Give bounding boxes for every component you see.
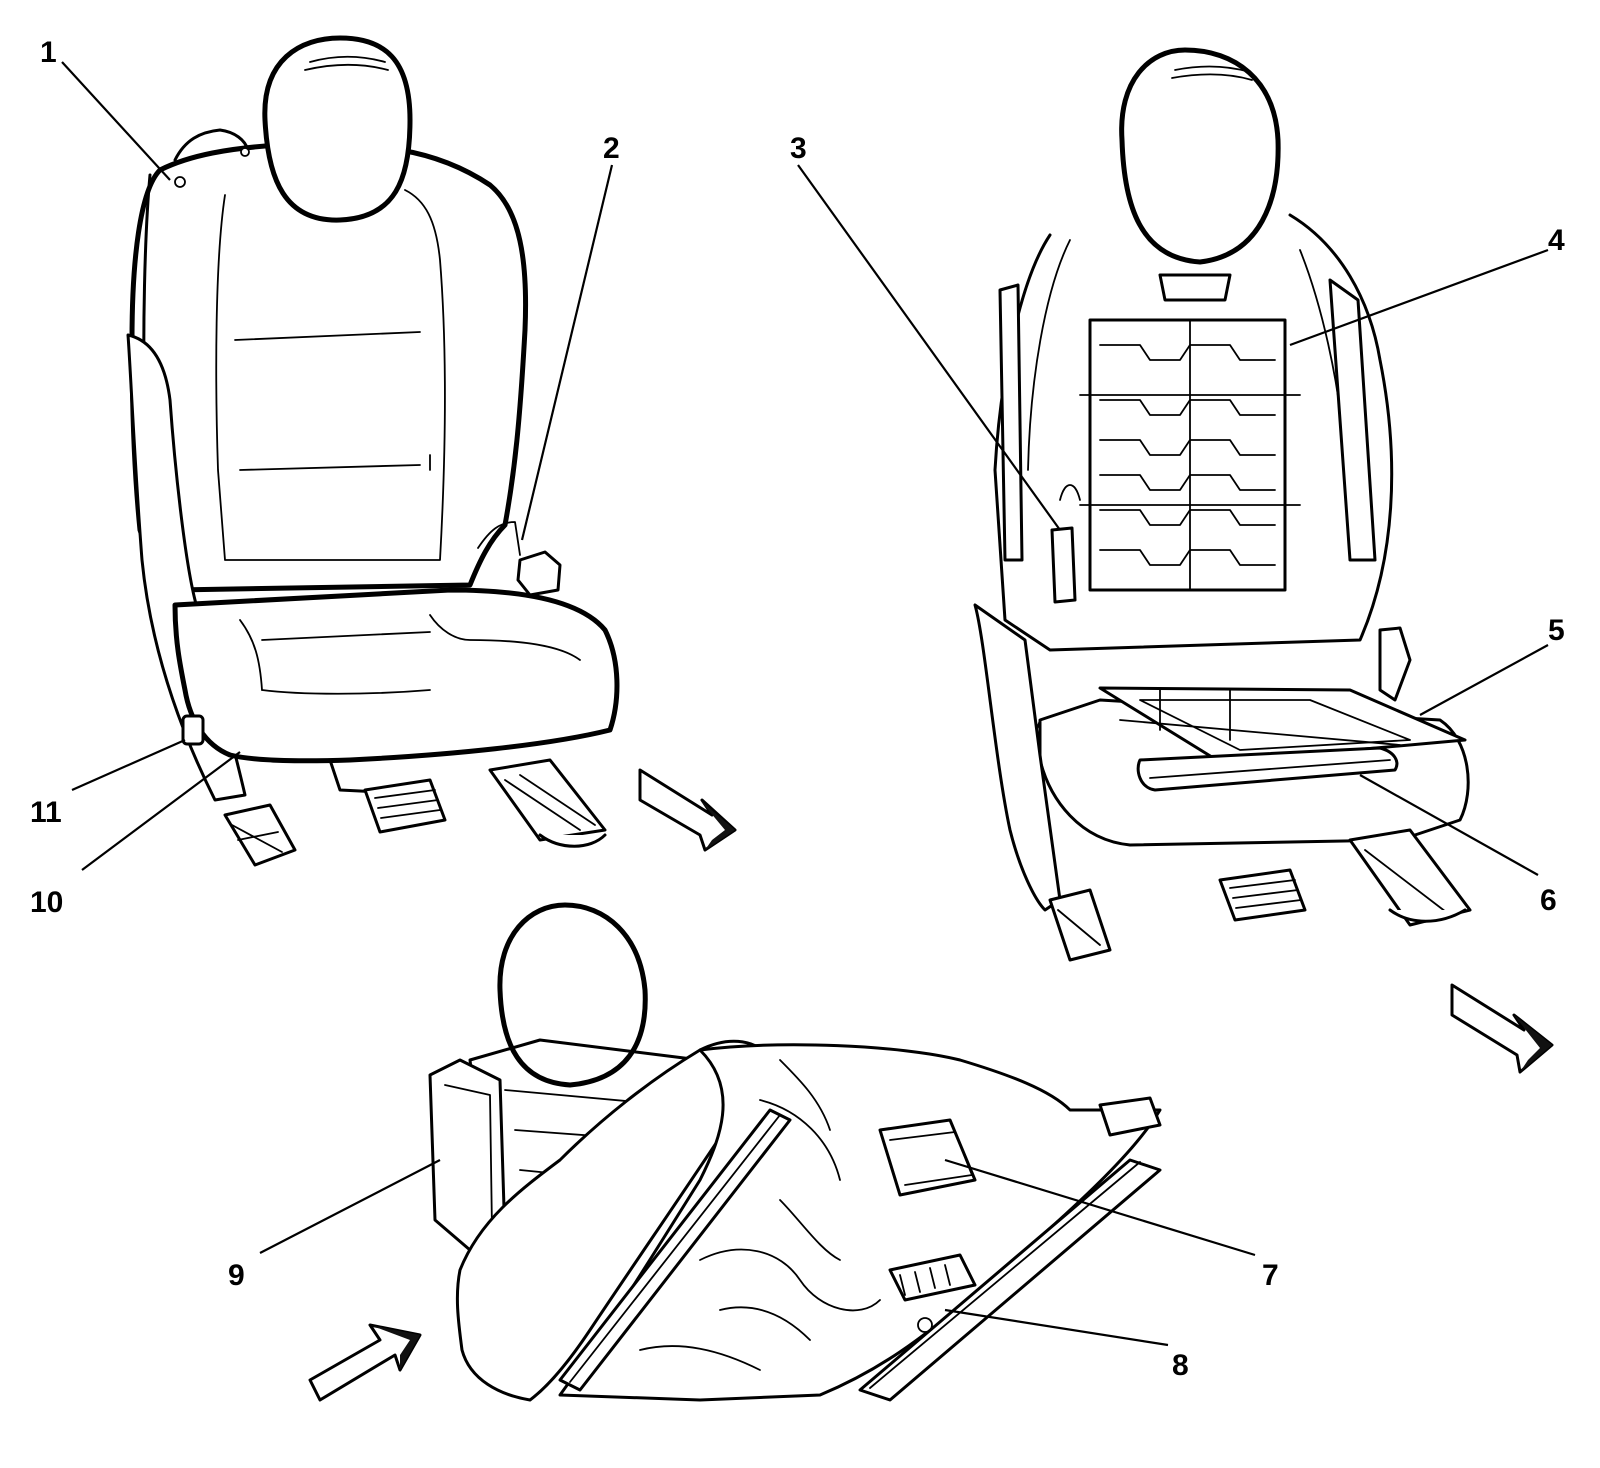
- callout-8: 8: [1172, 1349, 1189, 1382]
- seat-lumbar-motor: [363, 778, 447, 834]
- headrest: [262, 35, 413, 223]
- callout-numbers: 1 2 3 4 5 6 7 8 9 10 11: [30, 36, 1565, 1382]
- underside-headrest: [497, 902, 648, 1088]
- seatback-center-panel: [215, 189, 446, 561]
- seat-adjuster-handle: [181, 714, 205, 746]
- callout-1: 1: [40, 36, 57, 69]
- seat-frame-view: [973, 47, 1554, 1074]
- front-arrow: [308, 1323, 422, 1402]
- callout-4: 4: [1548, 224, 1565, 257]
- side-airbag-right: [1328, 278, 1377, 562]
- seat-cushion: [172, 587, 620, 764]
- seat-adjuster-rails: [223, 758, 607, 867]
- seatback-panel-strap: [173, 128, 250, 162]
- callout-6: 6: [1540, 884, 1557, 917]
- frame-headrest: [1119, 47, 1281, 265]
- front-arrow: [1450, 983, 1554, 1074]
- front-arrow: [638, 768, 737, 852]
- callout-10: 10: [30, 886, 63, 919]
- seatback-recliner-motor: [1050, 526, 1077, 604]
- callout-11: 11: [30, 796, 62, 829]
- seat-underside-view: [308, 902, 1162, 1402]
- side-airbag-left: [998, 283, 1024, 562]
- seatback-suspension-mat: [1079, 318, 1301, 592]
- seat-assembled-view: [126, 35, 737, 867]
- frame-side-shield: [973, 603, 1062, 912]
- seat-belt-buckle: [516, 550, 562, 597]
- leader-lines: [61, 61, 1549, 1347]
- callout-2: 2: [603, 132, 620, 165]
- callout-3: 3: [790, 132, 807, 165]
- callout-9: 9: [228, 1259, 245, 1292]
- callout-5: 5: [1548, 614, 1565, 647]
- callout-7: 7: [1262, 1259, 1279, 1292]
